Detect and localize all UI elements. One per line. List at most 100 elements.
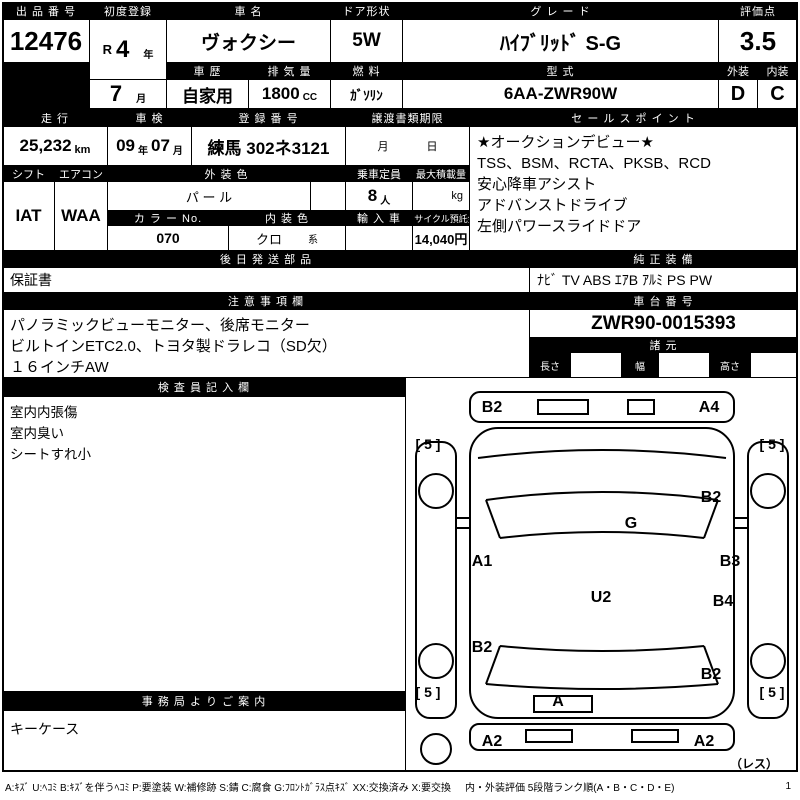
- exterior-color-sub-cell: [310, 181, 346, 211]
- transfer-deadline-header: 譲渡書類期限: [345, 108, 470, 127]
- mileage-unit: km: [74, 143, 91, 156]
- auction-no-value: 12476: [2, 19, 90, 63]
- registration-no-value: 練馬 302ネ3121: [191, 126, 346, 166]
- max-load-header: 最大積載量: [412, 165, 470, 182]
- legend-codes-text: A:ｷｽﾞ U:ﾍｺﾐ B:ｷｽﾞを伴うﾍｺﾐ P:要塗装 W:補修跡 S:錆 …: [5, 783, 451, 794]
- auction-no-header: 出 品 番 号: [2, 2, 90, 20]
- later-parts-header: 後 日 発 送 部 品: [2, 250, 530, 268]
- notes-header: 注 意 事 項 欄: [2, 292, 530, 310]
- registration-no-header: 登 録 番 号: [191, 108, 346, 127]
- damage-code-legend: A:ｷｽﾞ U:ﾍｺﾐ B:ｷｽﾞを伴うﾍｺﾐ P:要塗装 W:補修跡 S:錆 …: [2, 775, 798, 798]
- damage-code-label: B3: [719, 553, 741, 570]
- office-notice-header: 事 務 局 よ り ご 案 内: [2, 691, 406, 711]
- capacity-header: 乗車定員: [345, 165, 413, 182]
- interior-color-suffix: 系: [308, 234, 318, 246]
- model-code-header: 型 式: [402, 62, 719, 80]
- max-load-value: kg: [412, 181, 470, 211]
- exterior-color-header: 外 装 色: [107, 165, 346, 182]
- model-code-value: 6AA-ZWR90W: [402, 79, 719, 109]
- mileage-value: 25,232 km: [2, 126, 108, 166]
- office-notice-value: キーケース: [2, 710, 406, 772]
- inspection-header: 車 検: [107, 108, 192, 127]
- fuel-value: ｶﾞｿﾘﾝ: [330, 79, 403, 109]
- car-outline-drawing: [415, 391, 789, 765]
- import-car-header: 輸 入 車: [345, 210, 413, 226]
- note-line: パノラミックビューモニター、後席モニター: [10, 317, 310, 334]
- car-name-value: ヴォクシー: [166, 19, 331, 63]
- spec-length-value: [570, 352, 622, 378]
- damage-code-label: [ 5 ]: [415, 436, 441, 452]
- exterior-color-value: パ ー ル: [107, 181, 311, 211]
- aircon-header: エアコン: [54, 165, 108, 182]
- reg-month: 7: [109, 81, 123, 106]
- blank-black-cell: [2, 62, 90, 109]
- inspection-year-unit: 年: [138, 146, 148, 157]
- inspector-notes-header: 検 査 員 記 入 欄: [2, 377, 406, 397]
- damage-code-label: [ 5 ]: [759, 684, 785, 700]
- car-name-header: 車 名: [166, 2, 331, 20]
- equipment-header: 純 正 装 備: [529, 250, 798, 268]
- notes-content: パノラミックビューモニター、後席モニター ビルトインETC2.0、トヨタ製ドラレ…: [2, 309, 530, 378]
- damage-code-label: B4: [712, 593, 734, 610]
- capacity-number: 8: [367, 186, 378, 205]
- spec-length-label: 長さ: [529, 352, 571, 378]
- inspection-month: 07: [151, 136, 170, 155]
- color-no-header: カ ラ ー No.: [107, 210, 229, 226]
- score-value: 3.5: [718, 19, 798, 63]
- damage-code-label: A2: [481, 733, 503, 750]
- recycle-deposit-value: 14,040円: [412, 225, 470, 251]
- damage-code-label: A1: [471, 553, 493, 570]
- shift-value: IAT: [2, 181, 55, 251]
- legend-grade-text: 内・外装評価 5段階ランク順(A・B・C・D・E): [464, 783, 675, 794]
- exterior-grade-value: D: [718, 79, 758, 109]
- sales-point-line: 左側パワースライドドア: [477, 218, 642, 235]
- capacity-value: 8 人: [345, 181, 413, 211]
- sales-point-line: 安心降車アシスト: [477, 176, 597, 193]
- first-registration-month: 7 月: [89, 79, 167, 109]
- mileage-header: 走 行: [2, 108, 108, 127]
- interior-color-name: クロ: [255, 231, 282, 247]
- legend-page-number: 1: [785, 781, 791, 792]
- interior-grade-value: C: [757, 79, 798, 109]
- damage-code-label: B2: [481, 399, 503, 416]
- damage-code-label: [ 5 ]: [415, 684, 441, 700]
- note-line: １６インチAW: [10, 359, 109, 376]
- mileage-number: 25,232: [19, 136, 72, 155]
- spec-width-label: 幅: [621, 352, 659, 378]
- interior-color-header: 内 装 色: [228, 210, 346, 226]
- sales-point-line: TSS、BSM、RCTA、PKSB、RCD: [477, 155, 711, 172]
- sales-point-line: アドバンストドライブ: [477, 197, 628, 214]
- damage-code-label: A4: [698, 399, 720, 416]
- chassis-no-header: 車 台 番 号: [529, 292, 798, 310]
- displacement-unit: CC: [302, 92, 318, 103]
- spec-width-value: [658, 352, 710, 378]
- damage-code-label: A: [552, 693, 564, 710]
- displacement-number: 1800: [261, 84, 300, 103]
- deadline-month-label: 月: [377, 141, 389, 153]
- damage-code-label: B2: [471, 639, 493, 656]
- inspection-value: 09 年 07 月: [107, 126, 192, 166]
- shift-header: シフト: [2, 165, 55, 182]
- damage-code-label: G: [624, 515, 638, 532]
- damage-code-label: [ 5 ]: [759, 436, 785, 452]
- interior-color-value: クロ 系: [228, 225, 346, 251]
- capacity-unit: 人: [380, 196, 391, 207]
- month-unit: 月: [136, 94, 147, 105]
- year-unit: 年: [143, 49, 154, 61]
- displacement-value: 1800 CC: [248, 79, 331, 109]
- door-shape-header: ドア形状: [330, 2, 403, 20]
- aircon-value: WAA: [54, 181, 108, 251]
- inspector-note-line: 室内内張傷: [10, 405, 78, 420]
- later-parts-value: 保証書: [2, 267, 530, 293]
- equipment-value: ﾅﾋﾞ TV ABS ｴｱB ｱﾙﾐ PS PW: [529, 267, 798, 293]
- import-car-value: [345, 225, 413, 251]
- damage-code-label: U2: [590, 589, 612, 606]
- first-registration-year: R 4 年: [89, 19, 167, 80]
- transfer-deadline-value: 月 日: [345, 126, 470, 166]
- inspector-note-line: シートすれ小: [10, 447, 91, 462]
- spec-height-label: 高さ: [709, 352, 751, 378]
- sales-points-header: セ ー ル ス ポ イ ン ト: [469, 108, 798, 127]
